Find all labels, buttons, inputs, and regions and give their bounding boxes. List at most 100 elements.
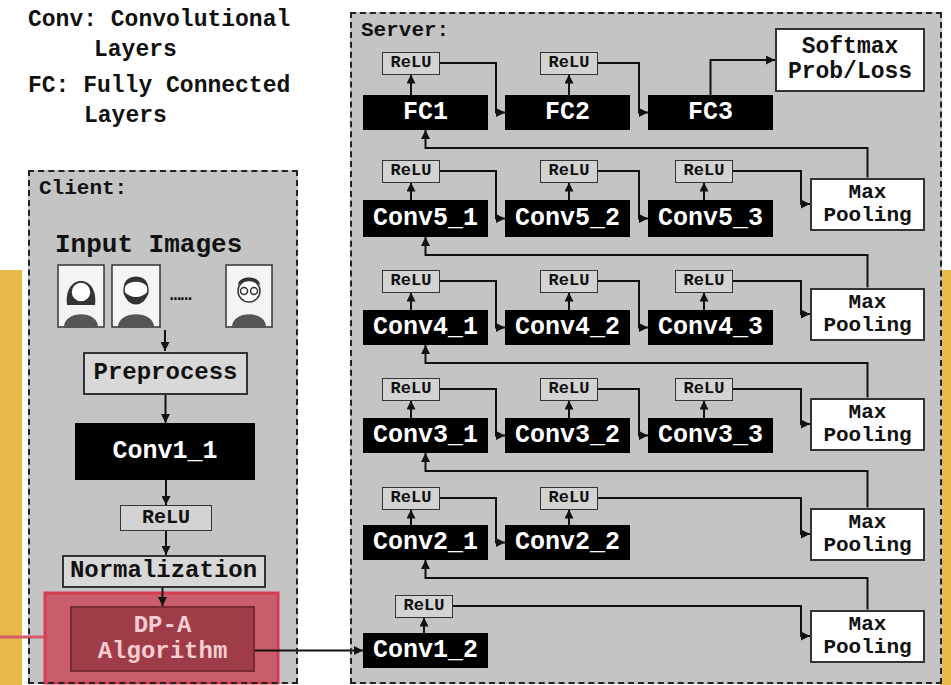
box-label: Conv3_3 — [653, 422, 768, 450]
activation-box: ReLU — [675, 160, 733, 183]
layer-box: Conv2_1 — [363, 525, 488, 560]
box-label: Softmax Prob/Loss — [783, 35, 917, 86]
layer-box: Conv5_1 — [363, 200, 488, 237]
box-label: Max Pooling — [817, 181, 918, 227]
pooling-box: Max Pooling — [810, 508, 925, 561]
box-label: Conv1_1 — [80, 438, 250, 466]
face-icon — [112, 265, 160, 327]
server-panel-fill — [350, 12, 942, 684]
flow-arrow — [711, 60, 776, 95]
box-label: Preprocess — [89, 360, 242, 386]
box-label: FC3 — [653, 99, 768, 127]
algorithm-box: DP-A Algorithm — [70, 606, 255, 672]
activation-box: ReLU — [540, 160, 598, 183]
process-box: Preprocess — [83, 352, 248, 395]
icon-frame — [58, 265, 104, 327]
glasses — [251, 288, 258, 295]
box-label: ReLU — [679, 380, 729, 399]
hair — [238, 278, 260, 286]
activation-box: ReLU — [675, 378, 733, 401]
flow-arrow — [703, 293, 705, 311]
activation-box: ReLU — [540, 52, 598, 75]
layer-box: FC2 — [505, 95, 630, 130]
layer-box: Conv4_2 — [505, 310, 630, 345]
flow-arrow — [426, 237, 868, 288]
activation-box: ReLU — [382, 270, 440, 293]
connector-layer — [163, 60, 868, 651]
layer-box: Conv3_1 — [363, 418, 488, 453]
figure-label: …… — [170, 284, 192, 307]
flow-arrow — [426, 130, 868, 178]
flow-arrow — [426, 345, 868, 398]
flow-arrow — [568, 75, 570, 96]
flow-arrow — [568, 510, 570, 526]
flow-arrow — [165, 395, 167, 423]
flow-arrow — [568, 183, 570, 201]
box-label: Max Pooling — [817, 401, 918, 447]
box-label: ReLU — [544, 380, 594, 399]
activation-box: ReLU — [382, 160, 440, 183]
box-label: Conv5_2 — [510, 205, 625, 233]
box-label: Max Pooling — [817, 511, 918, 557]
activation-box: ReLU — [382, 52, 440, 75]
box-label: Conv5_1 — [368, 205, 483, 233]
layer-box: Conv3_3 — [648, 418, 773, 453]
box-label: Max Pooling — [817, 291, 918, 337]
layer-box: Conv1_2 — [363, 633, 488, 668]
highlight-leader — [0, 636, 45, 639]
box-label: Conv4_1 — [368, 314, 483, 342]
activation-box: ReLU — [540, 378, 598, 401]
layer-box: Conv5_2 — [505, 200, 630, 237]
flow-arrow — [568, 401, 570, 419]
flow-arrow — [410, 510, 412, 526]
figure-label: Input Images — [55, 229, 242, 263]
flow-arrow — [410, 183, 412, 201]
box-label: ReLU — [386, 54, 436, 73]
activation-box: ReLU — [395, 595, 453, 618]
activation-box: ReLU — [540, 270, 598, 293]
process-box: Normalization — [62, 555, 266, 588]
layer-box: FC1 — [363, 95, 488, 130]
face — [71, 282, 91, 302]
shoulders — [64, 314, 98, 327]
face — [238, 280, 260, 302]
activation-box: ReLU — [382, 487, 440, 510]
flow-arrow — [703, 401, 705, 419]
box-label: Conv4_2 — [510, 314, 625, 342]
panel-region: Server:ReLUReLUSoftmax Prob/LossFC1FC2FC… — [350, 12, 942, 684]
pooling-box: Max Pooling — [810, 398, 925, 451]
flow-arrow — [162, 588, 164, 606]
box-label: DP-A Algorithm — [78, 613, 247, 666]
box-label: Conv2_2 — [510, 529, 625, 557]
flow-arrow — [453, 606, 810, 636]
flow-arrow — [426, 560, 868, 610]
box-label: ReLU — [679, 272, 729, 291]
box-label: Max Pooling — [817, 613, 918, 659]
flow-arrow — [410, 401, 412, 419]
icon-frame — [226, 265, 272, 327]
layer-box: Conv4_1 — [363, 310, 488, 345]
flow-arrow — [165, 531, 167, 555]
face-icon — [226, 265, 272, 327]
shoulders — [118, 314, 154, 327]
box-label: FC2 — [510, 99, 625, 127]
flow-arrow — [165, 480, 167, 505]
activation-box: ReLU — [675, 270, 733, 293]
box-label: ReLU — [544, 489, 594, 508]
activation-box: ReLU — [382, 378, 440, 401]
box-label: Conv3_1 — [368, 422, 483, 450]
flow-arrow — [255, 650, 363, 652]
legend-note: Conv: Convolutional Layers — [28, 6, 314, 66]
pooling-box: Max Pooling — [810, 288, 925, 341]
face-icon — [58, 265, 104, 327]
layer-box: Conv2_2 — [505, 525, 630, 560]
box-label: Conv1_2 — [368, 637, 483, 665]
box-label: FC1 — [368, 99, 483, 127]
icon-frame — [112, 265, 160, 327]
client-panel-fill — [28, 170, 298, 684]
flow-arrow — [410, 293, 412, 311]
box-label: ReLU — [386, 162, 436, 181]
box-label: ReLU — [386, 380, 436, 399]
pooling-box: Max Pooling — [810, 610, 925, 663]
